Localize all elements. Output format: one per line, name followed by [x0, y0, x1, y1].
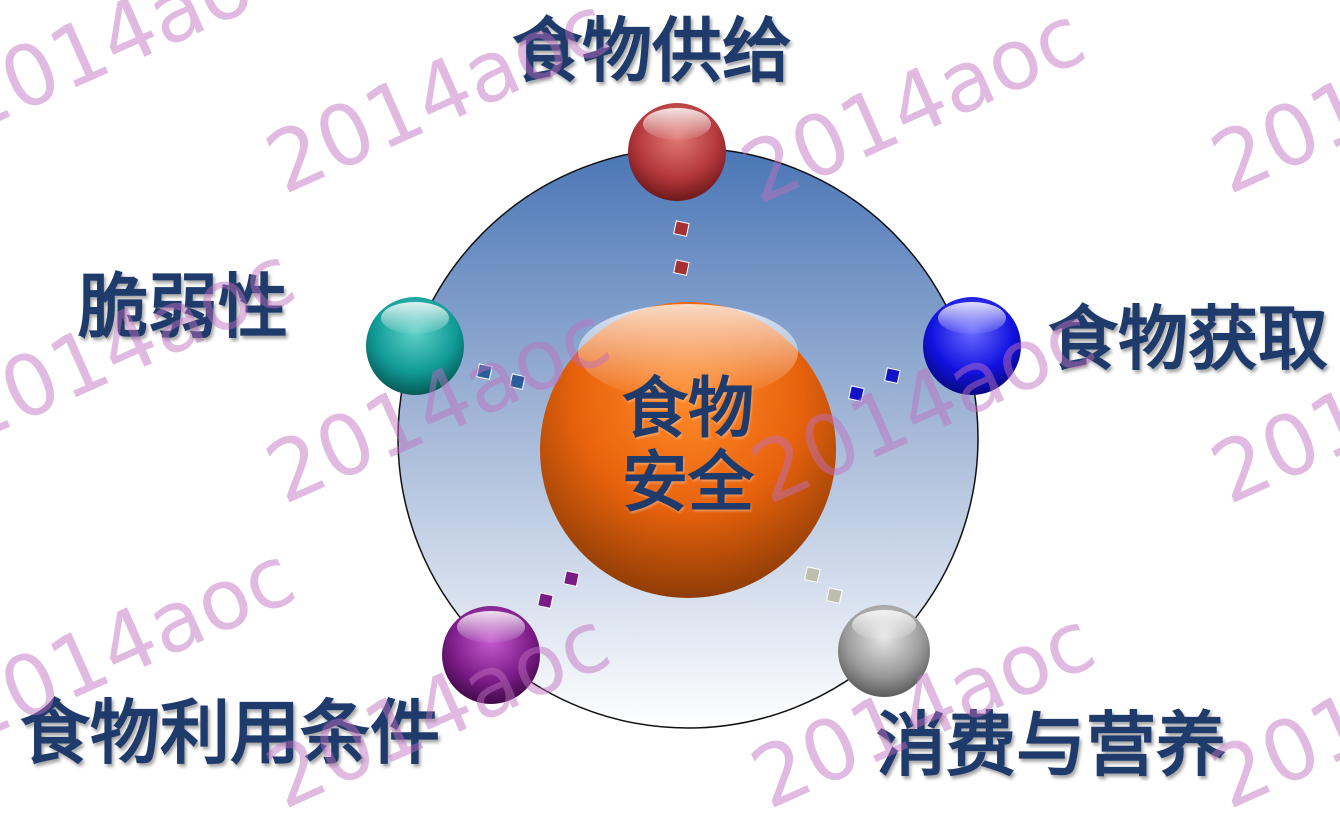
label-consumption-nutrition: 消费与营养: [876, 704, 1226, 786]
label-vulnerability: 脆弱性: [78, 266, 288, 348]
ball-bottom-left: [442, 606, 540, 704]
center-label-line2: 安全: [622, 443, 754, 521]
ball-left: [366, 297, 464, 395]
center-label: 食物 安全: [598, 372, 778, 520]
connector-top: [673, 220, 690, 276]
ball-bottom-right: [838, 605, 930, 697]
label-food-utilization: 食物利用条件: [20, 692, 440, 774]
connector-bottom-left: [537, 570, 580, 609]
connector-left: [476, 363, 526, 390]
center-label-line1: 食物: [622, 370, 754, 447]
label-food-supply: 食物供给: [512, 10, 792, 92]
connector-right: [848, 367, 901, 402]
connector-bottom-right: [804, 566, 843, 604]
label-food-access: 食物获取: [1048, 298, 1328, 380]
ball-top: [628, 103, 726, 201]
center-ball: [540, 302, 836, 598]
diagram-graphic: [366, 103, 1021, 729]
ball-right: [923, 297, 1021, 395]
